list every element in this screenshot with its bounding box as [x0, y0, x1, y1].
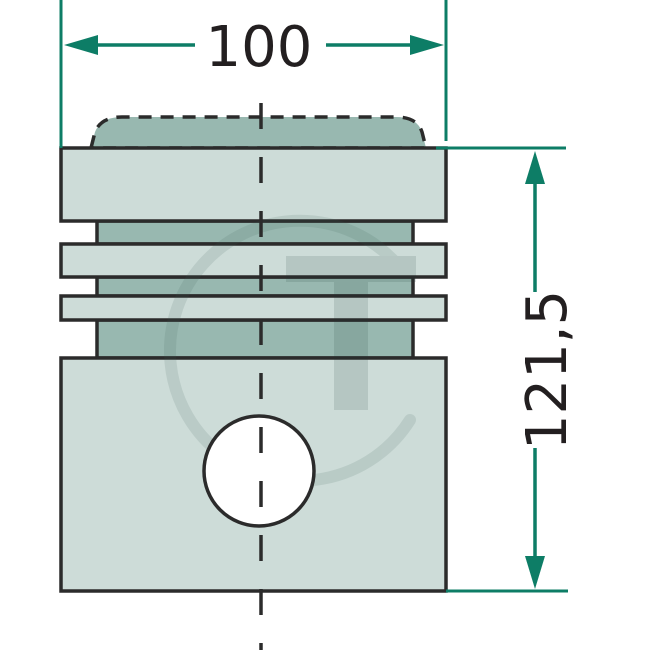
arrow-right-icon: [410, 35, 444, 55]
pin-bore: [202, 414, 316, 528]
diameter-label: 100: [206, 15, 313, 80]
arrow-down-icon: [525, 556, 545, 589]
watermark-logo: [164, 214, 416, 487]
arrow-up-icon: [525, 151, 545, 184]
ring-land-2: [59, 242, 448, 279]
diameter-dimension: [59, 0, 448, 148]
height-dimension: [436, 146, 568, 593]
arrow-left-icon: [64, 35, 98, 55]
ring-land-3: [59, 294, 448, 322]
height-label: 121,5: [515, 290, 580, 450]
top-land: [59, 146, 448, 223]
piston-crown: [88, 115, 429, 150]
